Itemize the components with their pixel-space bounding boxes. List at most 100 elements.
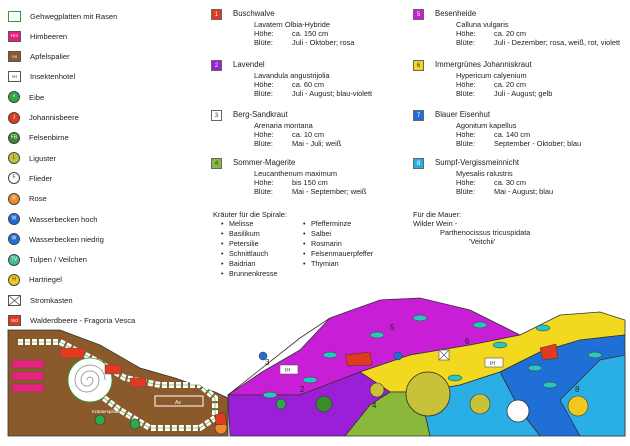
plant-bloom-row: Blüte:Mai - Juli; weiß: [254, 139, 342, 148]
plant-number-badge: 2: [211, 60, 222, 71]
legend-label: Himbeeren: [30, 31, 68, 41]
raspberry-bed: [11, 359, 45, 369]
liguster-icon: L: [8, 152, 20, 165]
raspberry-bed: [11, 371, 45, 381]
legend-item-strom: Stromkasten: [8, 293, 73, 307]
legend-label: Rose: [29, 194, 47, 204]
plant-latin-name: Lavatern Olbia-Hybride: [254, 20, 330, 29]
plant-bloom-row: Blüte:Mai - September; weiß: [254, 187, 367, 196]
hartriegel-icon: H: [8, 273, 20, 286]
svg-text:4: 4: [372, 401, 377, 410]
legend-label: Johannisbeere: [29, 113, 79, 122]
zone-3-sandkraut: [227, 317, 331, 396]
herb-item: Melisse: [221, 219, 254, 228]
apfel-symbol-text: As: [11, 53, 18, 59]
plant-height-row: Höhe:ca. 20 cm: [456, 29, 527, 38]
privet: [469, 393, 491, 415]
plant-name: Buschwalve: [233, 9, 275, 18]
yew-tree: [94, 414, 106, 426]
svg-text:5: 5: [390, 323, 395, 332]
strawberry-bed: [59, 347, 85, 359]
svg-text:2: 2: [300, 385, 305, 394]
dogwood: [567, 395, 589, 417]
plant-bloom-row: Blüte:Juli - Oktober; rosa: [254, 38, 355, 47]
plant-number-badge: 8: [413, 158, 424, 169]
plant-name: Immergrünes Johanniskraut: [435, 60, 532, 69]
herbs-title: Kräuter für die Spirale:: [213, 210, 287, 219]
zone-numbers: 2 3 4 5 6 8: [265, 323, 580, 410]
legend-label: Stromkasten: [30, 295, 73, 305]
plant-height-row: Höhe:ca. 150 cm: [254, 29, 329, 38]
apple-espalier: [154, 395, 204, 407]
himbeeren-symbol-text: Hm: [11, 33, 18, 39]
plant-latin-name: Hypericum calyenium: [456, 71, 527, 80]
plant-name: Blauer Eisenhut: [435, 110, 491, 119]
power-box: [438, 349, 450, 361]
mallow-markers: [214, 343, 559, 426]
plant-height-row: Höhe:ca. 10 cm: [254, 130, 325, 139]
lilac: [506, 399, 530, 423]
legend-label: Hartriegel: [29, 275, 62, 285]
plant-height-row: Höhe:bis 150 cm: [254, 178, 328, 187]
walderdbeere-icon: Wd: [8, 315, 21, 326]
legend-item-tulpen: TV Tulpen / Veilchen: [8, 253, 87, 267]
legend-item-rose: R Rose: [8, 192, 47, 206]
svg-text:3: 3: [265, 358, 270, 367]
privet-large: [405, 371, 451, 417]
plant-name: Sumpf-Vergissmeinnicht: [435, 158, 520, 167]
plant-number-badge: 7: [413, 110, 424, 121]
plant-number-badge: 5: [413, 9, 424, 20]
tulpen-symbol-text: TV: [10, 256, 18, 263]
path-area: [7, 329, 229, 437]
plant-bloom-row: Blüte:Juli - Dezember; rosa, weiß, rot, …: [456, 38, 621, 47]
legend-item-gehweg: Gehwegplatten mit Rasen: [8, 9, 117, 23]
herb-item: Thymian: [303, 259, 338, 268]
eibe-icon: ×: [8, 91, 20, 104]
legend-item-hartriegel: H Hartriegel: [8, 273, 62, 287]
plant-height-row: Höhe:ca. 140 cm: [456, 130, 531, 139]
svg-text:6: 6: [465, 337, 470, 346]
wall-title: Für die Mauer:: [413, 210, 462, 219]
plant-latin-name: Agonitum kapellus: [456, 121, 517, 130]
plant-height-row: Höhe:ca. 60 cm: [254, 80, 325, 89]
herb-item: Petersilie: [221, 239, 258, 248]
plant-bloom-row: Blüte:Juli - August; blau-violett: [254, 89, 373, 98]
plant-bloom-row: Blüte:Mai - August; blau: [456, 187, 554, 196]
plant-name: Sommer-Magerite: [233, 158, 296, 167]
legend-label: Eibe: [29, 92, 45, 102]
plant-name: Berg-Sandkraut: [233, 110, 288, 119]
apple-espalier-label: As: [175, 400, 181, 406]
wasserniedrig-symbol-text: W: [11, 235, 17, 242]
insekten-symbol-text: IH: [12, 73, 17, 79]
wasserhoch-icon: W: [8, 213, 20, 225]
plant-name: Lavendel: [233, 60, 265, 69]
insect-hotel: [279, 364, 299, 375]
legend-item-walderdbeere: Wd Walderdbeere - Fragoria Vesca: [8, 314, 135, 328]
rose-symbol-text: R: [12, 195, 16, 202]
johannis-symbol-text: J: [12, 114, 16, 120]
yew-tree: [275, 398, 287, 410]
legend-label: Tulpen / Veilchen: [29, 255, 87, 265]
walderdbeere-symbol-text: Wd: [11, 317, 18, 323]
water-basin-high: [258, 351, 268, 361]
privet: [369, 382, 385, 398]
apfel-icon: As: [8, 51, 21, 63]
legend-label: Walderdbeere - Fragoria Vesca: [30, 316, 136, 325]
plant-latin-name: Calluna vulgaris: [456, 20, 509, 29]
raspberry-bed: [11, 383, 45, 393]
legend-label: Gehwegplatten mit Rasen: [30, 11, 118, 21]
gehweg-icon: [8, 10, 21, 22]
water-basin-high: [393, 351, 403, 361]
strawberry-bed: [104, 364, 122, 375]
rose-icon: R: [8, 192, 20, 205]
plant-name: Besenheide: [435, 9, 477, 18]
yew-tree: [129, 418, 141, 430]
plant-number-badge: 4: [211, 158, 222, 169]
plant-latin-name: Leucanthenum maximum: [254, 169, 337, 178]
